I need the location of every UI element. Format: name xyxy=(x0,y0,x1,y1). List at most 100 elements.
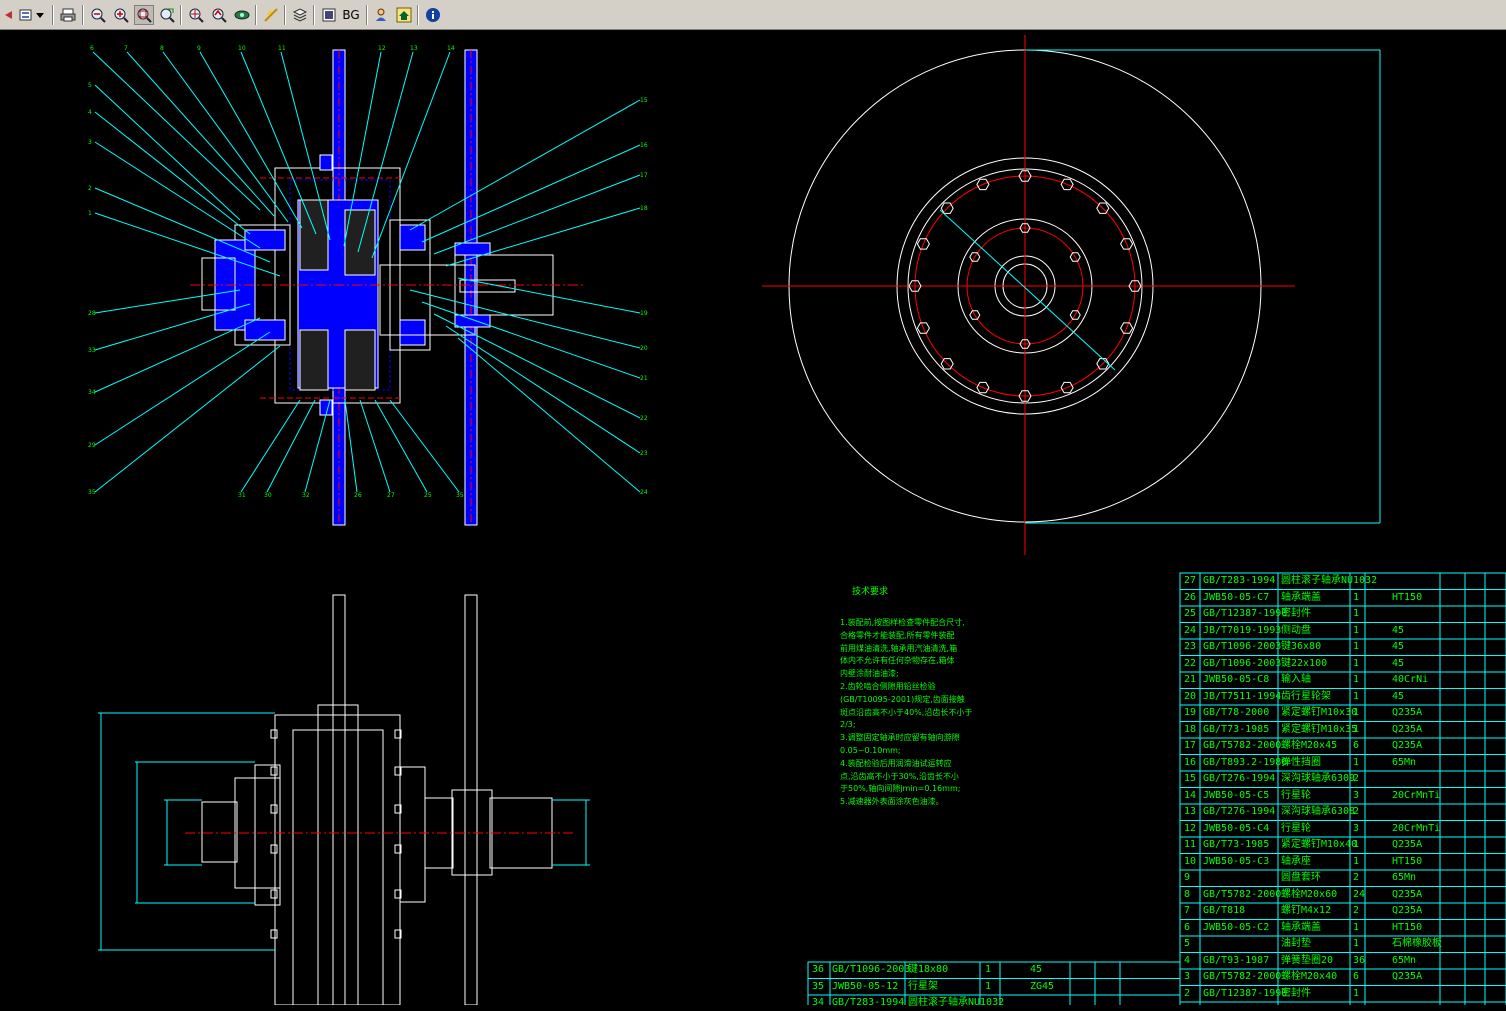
flange-bolt xyxy=(1128,280,1142,292)
home-icon[interactable] xyxy=(394,5,414,25)
zoom-previous-icon[interactable] xyxy=(209,5,229,25)
flange-bolt xyxy=(940,202,954,214)
layer-icon[interactable] xyxy=(290,5,310,25)
bom-cell: 石棉橡胶板 xyxy=(1392,938,1442,949)
info-icon[interactable] xyxy=(423,5,443,25)
measure-icon[interactable] xyxy=(261,5,281,25)
leader-line xyxy=(344,399,358,493)
bom-cell: 65Mn xyxy=(1392,954,1417,966)
tech-requirements-title: 技术要求 xyxy=(852,587,889,597)
leader-line xyxy=(421,301,641,379)
bom-cell: HT150 xyxy=(1392,591,1423,603)
leader-line xyxy=(371,51,451,259)
tech-requirement-line: 2/3; xyxy=(840,720,856,730)
leader-label-left: 28 xyxy=(88,310,96,317)
bom-cell: 3 xyxy=(1353,789,1360,801)
bom-cell: Q235A xyxy=(1392,839,1423,850)
zoom-extents-icon[interactable] xyxy=(186,5,206,25)
tech-requirement-line: 0.05~0.10mm; xyxy=(840,746,901,755)
front-bolt-right xyxy=(394,844,402,854)
leader-line xyxy=(357,51,414,253)
flange-bolt xyxy=(1018,390,1032,402)
bearing-left-bottom xyxy=(244,319,286,341)
leader-line xyxy=(409,99,641,231)
bom-cell: 弹簧垫圈20 xyxy=(1281,954,1334,966)
front-bolt-right xyxy=(394,804,402,814)
leader-line xyxy=(92,51,261,211)
leader-line xyxy=(445,207,641,267)
tech-requirement-line: 于50%,轴向间隙jmin=0.16mm; xyxy=(840,784,961,794)
bom-cell: JWB50-05-C5 xyxy=(1203,789,1270,801)
bom-cell: 2 xyxy=(1353,905,1360,916)
leader-label-right: 15 xyxy=(640,97,648,104)
toolbar-separator xyxy=(180,5,182,25)
bom-cell: 键36x80 xyxy=(1281,641,1322,652)
tech-requirement-line: 斑点沿齿高不小于40%,沿齿长不小于 xyxy=(840,707,973,717)
view-icon[interactable] xyxy=(319,5,339,25)
bom-cell: GB/T73-1985 xyxy=(1203,839,1270,850)
bom-cell: 65Mn xyxy=(1392,872,1417,883)
flange-bolt xyxy=(1060,178,1074,191)
bom-cell: 13 xyxy=(1184,806,1197,817)
layers-icon[interactable] xyxy=(16,5,36,25)
zoom-out-icon[interactable] xyxy=(88,5,108,25)
leader-label-left: 3 xyxy=(88,139,92,146)
bom2-cell: 1 xyxy=(985,980,992,992)
pan-icon[interactable] xyxy=(232,5,252,25)
leader-line xyxy=(240,399,301,493)
tech-requirement-line: 前用煤油清洗,轴承用汽油清洗,箱 xyxy=(840,643,958,653)
leader-label-left: 1 xyxy=(88,210,92,217)
leader-label-right: 21 xyxy=(640,375,648,382)
toolbar-separator xyxy=(255,5,257,25)
leader-line xyxy=(94,141,261,249)
bom-cell: 20 xyxy=(1184,690,1197,702)
bom-cell: 1 xyxy=(1353,624,1360,636)
bom-cell: 4 xyxy=(1184,954,1191,966)
bom-cell: 1 xyxy=(1353,855,1360,867)
front-bolt-left xyxy=(270,729,278,739)
front-housing-inner xyxy=(292,729,384,1005)
bom-cell: 23 xyxy=(1184,641,1197,652)
bom-cell: 1 xyxy=(1353,723,1360,735)
leader-line xyxy=(266,399,316,493)
tech-requirement-line: (GB/T10095-2001)规定,齿面接触 xyxy=(840,694,965,704)
flange-bolt xyxy=(1060,381,1074,394)
zoom-window-icon[interactable] xyxy=(134,5,154,25)
bom-cell: 1 xyxy=(1353,657,1360,669)
leader-line xyxy=(409,289,641,349)
bom-cell: 45 xyxy=(1392,690,1405,702)
bom-cell: 紧定螺钉M10x35 xyxy=(1281,723,1358,735)
bom-cell: 25 xyxy=(1184,608,1197,619)
bom-cell: 21 xyxy=(1184,674,1197,685)
bom-cell: 45 xyxy=(1392,641,1405,652)
zoom-realtime-icon[interactable] xyxy=(157,5,177,25)
bom-cell: 10 xyxy=(1184,855,1197,867)
tech-requirement-line: 4.装配检验后用润滑油试运转应 xyxy=(840,758,952,768)
dropdown-icon[interactable] xyxy=(34,5,46,25)
arrow-icon[interactable] xyxy=(0,5,20,25)
bom-cell: 45 xyxy=(1392,657,1405,669)
hub-bolt xyxy=(969,310,981,320)
bom-cell: 2 xyxy=(1184,987,1191,999)
leader-line xyxy=(445,325,641,454)
flange-bolt xyxy=(908,280,922,292)
bom-cell: 12 xyxy=(1184,822,1197,834)
toolbar-separator xyxy=(52,5,54,25)
toolbar-separator xyxy=(417,5,419,25)
bom-cell: 紧定螺钉M10x30 xyxy=(1281,707,1358,718)
leader-label-right: 20 xyxy=(640,345,648,352)
bom-cell: 输入轴 xyxy=(1281,674,1311,685)
bom-cell: 17 xyxy=(1184,740,1197,751)
markup-icon[interactable] xyxy=(371,5,391,25)
front-bolt-right xyxy=(394,889,402,899)
bom-cell: 1 xyxy=(1353,608,1360,619)
bom-cell: 1 xyxy=(1353,674,1360,685)
leader-line xyxy=(374,399,428,493)
print-icon[interactable] xyxy=(58,5,78,25)
bg-icon[interactable]: BG xyxy=(340,5,362,25)
tech-requirement-line: 内壁涂耐油油漆; xyxy=(840,669,899,679)
leader-line xyxy=(280,51,331,241)
zoom-in-icon[interactable] xyxy=(111,5,131,25)
bom-cell: 齿行星轮架 xyxy=(1281,690,1331,702)
